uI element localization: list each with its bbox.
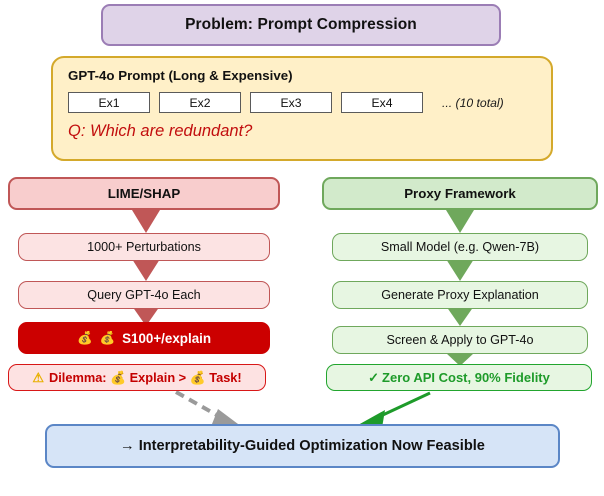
conclusion-banner: → Interpretability-Guided Optimization N…: [45, 424, 560, 468]
example-chip[interactable]: Ex2: [159, 92, 241, 113]
example-total-note: ... (10 total): [442, 95, 504, 110]
money-bag-icon: 💰: [76, 330, 93, 345]
prompt-panel: GPT-4o Prompt (Long & Expensive) Ex1 Ex2…: [51, 56, 553, 161]
example-chip[interactable]: Ex3: [250, 92, 332, 113]
left-dilemma-callout: ⚠ Dilemma: 💰 Explain > 💰 Task!: [8, 364, 266, 391]
arrow-left-step1-to-step2: [132, 259, 160, 281]
dashed-arrow-head: [212, 409, 238, 424]
green-arrow-line: [371, 391, 431, 422]
right-step-generate-explanation: Generate Proxy Explanation: [332, 281, 588, 309]
dashed-arrow-line: [175, 390, 223, 420]
prompt-question: Q: Which are redundant?: [68, 122, 253, 140]
money-bag-icon: 💰: [99, 330, 116, 345]
check-icon: ✓: [368, 369, 380, 385]
page-title: Problem: Prompt Compression: [101, 4, 501, 46]
example-chip[interactable]: Ex1: [68, 92, 150, 113]
prompt-heading: GPT-4o Prompt (Long & Expensive): [68, 68, 293, 83]
left-step-perturbations: 1000+ Perturbations: [18, 233, 270, 261]
example-chip-row: Ex1 Ex2 Ex3 Ex4 ... (10 total): [68, 92, 538, 113]
dilemma-label: Dilemma: 💰 Explain > 💰 Task!: [48, 369, 242, 385]
left-step-query-gpt4o: Query GPT-4o Each: [18, 281, 270, 309]
arrow-right-header-to-step1: [446, 210, 474, 233]
arrow-right-step2-to-step3: [446, 306, 474, 326]
right-branch-header: Proxy Framework: [322, 177, 598, 210]
right-step-screen-apply: Screen & Apply to GPT-4o: [332, 326, 588, 354]
cost-label: S100+/explain: [122, 330, 212, 346]
right-benefit-callout: ✓ Zero API Cost, 90% Fidelity: [326, 364, 592, 391]
left-branch-header: LIME/SHAP: [8, 177, 280, 210]
arrow-right-step1-to-step2: [446, 259, 474, 281]
benefit-label: Zero API Cost, 90% Fidelity: [382, 370, 550, 385]
right-step-small-model: Small Model (e.g. Qwen-7B): [332, 233, 588, 261]
example-chip[interactable]: Ex4: [341, 92, 423, 113]
left-cost-callout: 💰 💰 S100+/explain: [18, 322, 270, 354]
arrow-left-header-to-step1: [132, 210, 160, 233]
warning-icon: ⚠: [32, 369, 44, 385]
